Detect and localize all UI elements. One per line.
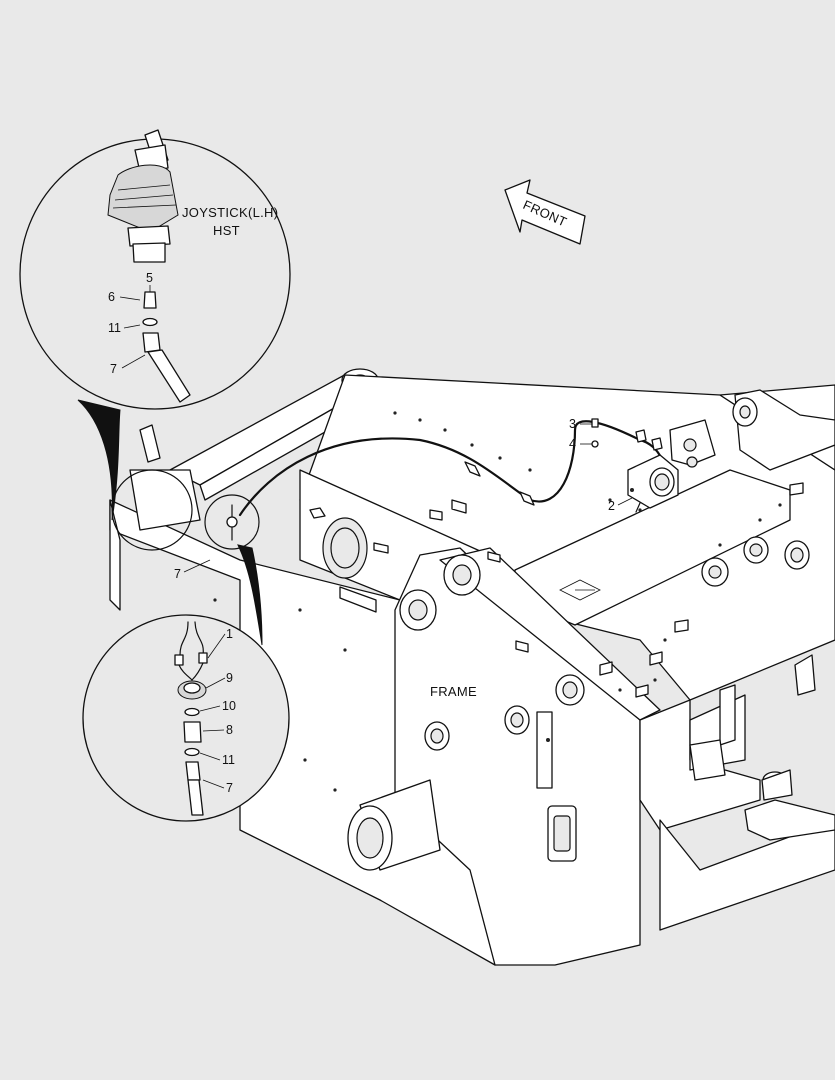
callout-main-2: 2 bbox=[608, 499, 615, 513]
lower-leader-wedge bbox=[237, 544, 263, 646]
callout-upper-6: 6 bbox=[108, 290, 115, 304]
detail-marker-switch bbox=[204, 494, 260, 550]
alarm-unit bbox=[627, 454, 679, 513]
callout-upper-7: 7 bbox=[110, 362, 117, 376]
callout-main-3: 3 bbox=[569, 417, 576, 431]
callout-upper-5: 5 bbox=[146, 271, 153, 285]
main-callouts: 7 3 4 2 bbox=[174, 417, 633, 581]
callout-main-7: 7 bbox=[174, 567, 181, 581]
callout-lower-10: 10 bbox=[222, 699, 236, 713]
callout-main-4: 4 bbox=[569, 437, 576, 451]
frame-assembly bbox=[109, 368, 835, 966]
upper-leader-wedge bbox=[77, 399, 121, 521]
axle-hub bbox=[347, 779, 441, 871]
callout-lower-11: 11 bbox=[222, 753, 235, 767]
front-arrow: FRONT bbox=[504, 179, 586, 245]
callout-lower-1: 1 bbox=[226, 627, 233, 641]
joystick-in-frame bbox=[129, 424, 201, 531]
callout-lower-9: 9 bbox=[226, 671, 233, 685]
callout-upper-11: 11 bbox=[108, 321, 121, 335]
joystick-label-line1: JOYSTICK(L.H) bbox=[182, 205, 278, 220]
callout-lower-7: 7 bbox=[226, 781, 233, 795]
deck-brackets bbox=[309, 482, 804, 698]
frame-label: FRAME bbox=[430, 684, 477, 699]
connector-clips bbox=[635, 429, 663, 451]
joystick-detail: JOYSTICK(L.H) HST 5 6 11 7 bbox=[19, 129, 291, 410]
rear-bracket bbox=[669, 419, 716, 468]
callout-lower-8: 8 bbox=[226, 723, 233, 737]
switch-in-frame bbox=[226, 504, 238, 541]
switch-detail: 1 9 10 8 11 7 bbox=[82, 614, 290, 822]
joystick-label-line2: HST bbox=[213, 223, 240, 238]
